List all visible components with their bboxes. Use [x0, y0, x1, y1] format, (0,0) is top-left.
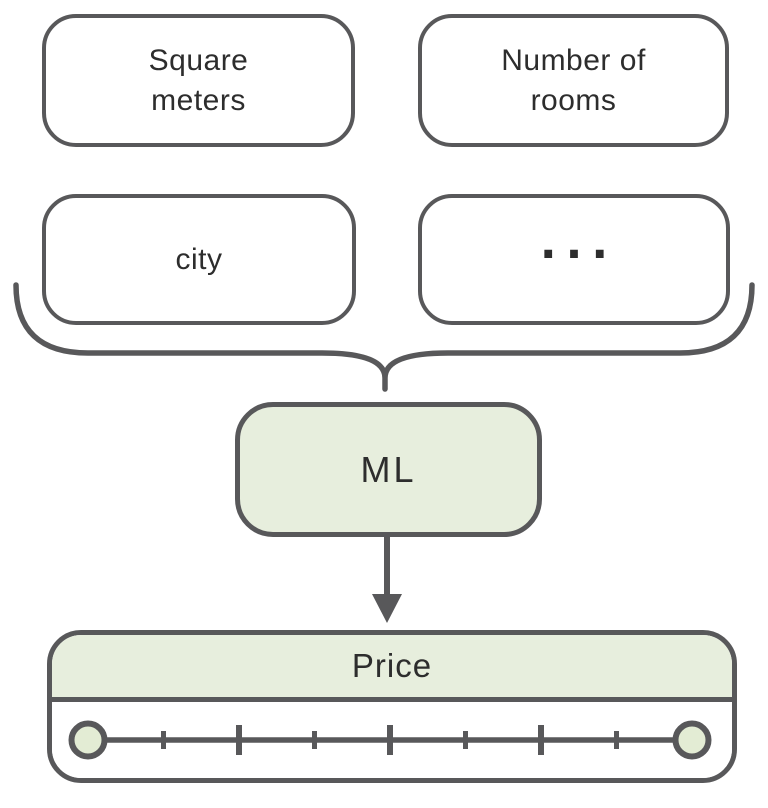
input-box-square-meters: Square meters	[42, 14, 355, 147]
slider-handle-right	[672, 720, 712, 760]
input-label-ellipsis: ...	[539, 218, 618, 270]
slider-ticks	[161, 725, 619, 755]
price-slider	[52, 702, 732, 778]
input-label-number-of-rooms: Number of rooms	[501, 43, 646, 117]
input-box-city: city	[42, 194, 356, 325]
input-label-square-meters: Square meters	[148, 43, 249, 117]
ml-label: ML	[360, 448, 417, 490]
input-box-number-of-rooms: Number of rooms	[418, 14, 729, 147]
input-label-city: city	[175, 242, 223, 276]
price-header: Price	[52, 635, 732, 702]
price-label: Price	[351, 647, 433, 684]
down-arrow-icon	[372, 537, 402, 623]
ml-box: ML	[235, 402, 542, 537]
price-panel: Price	[47, 630, 737, 783]
curly-brace-icon	[13, 282, 755, 392]
slider-handle-left	[68, 720, 108, 760]
input-box-ellipsis: ...	[418, 194, 730, 325]
price-scale	[68, 720, 712, 760]
